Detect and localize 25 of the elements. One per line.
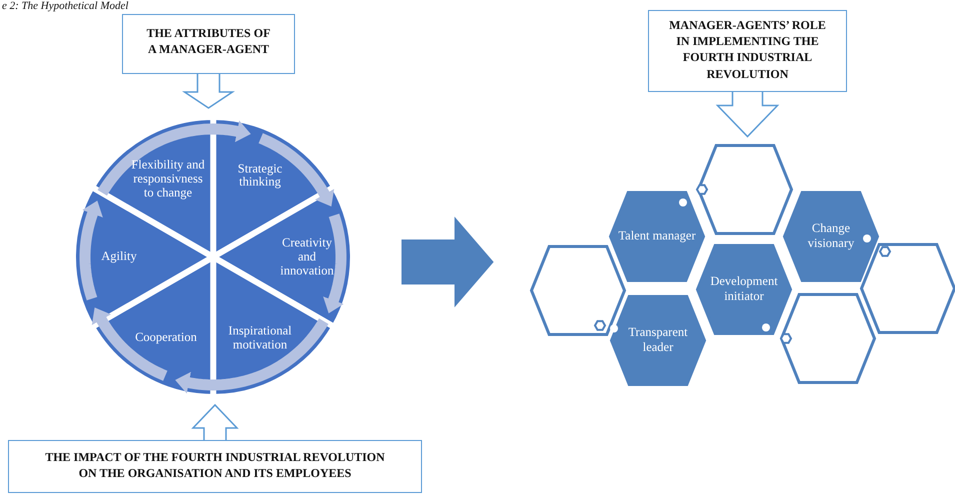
- callout-box: [8, 440, 422, 493]
- callout-text: THE ATTRIBUTES OF A MANAGER-AGENT: [146, 25, 272, 58]
- cycle-arrow: [258, 133, 332, 206]
- cycle-arrow: [175, 318, 328, 390]
- hexagon-label: Development initiator: [709, 274, 779, 304]
- hexagon-label: Talent manager: [617, 228, 697, 244]
- segment-label: Inspirational motivation: [227, 324, 293, 352]
- callout-box: [648, 10, 847, 92]
- segment-label: Creativity and innovation: [279, 236, 335, 278]
- block-arrow: [191, 404, 239, 441]
- segment-label: Strategic thinking: [236, 162, 284, 190]
- callout-box: [122, 14, 295, 74]
- segment-label: Cooperation: [134, 332, 198, 346]
- figure-title: e 2: The Hypothetical Model: [2, 0, 128, 12]
- segment-label: Flexibility and responsivness to change: [130, 158, 205, 200]
- block-arrow: [402, 216, 494, 308]
- block-arrow: [716, 91, 780, 138]
- hexagon-label: Change visionary: [806, 221, 856, 251]
- callout-text: THE IMPACT OF THE FOURTH INDUSTRIAL REVOLUTION ON THE ORGANISATION AND ITS EMPLOYEES: [44, 449, 386, 482]
- cycle-arrow: [94, 308, 168, 381]
- cycle-arrow: [98, 124, 251, 196]
- block-arrow: [182, 73, 235, 109]
- callout-text: MANAGER-AGENTS’ ROLE IN IMPLEMENTING THE FOURTH INDUSTRIAL REVOLUTION: [669, 17, 826, 82]
- segment-label: Agility: [100, 250, 138, 264]
- hexagon-label: Transparent leader: [627, 325, 689, 355]
